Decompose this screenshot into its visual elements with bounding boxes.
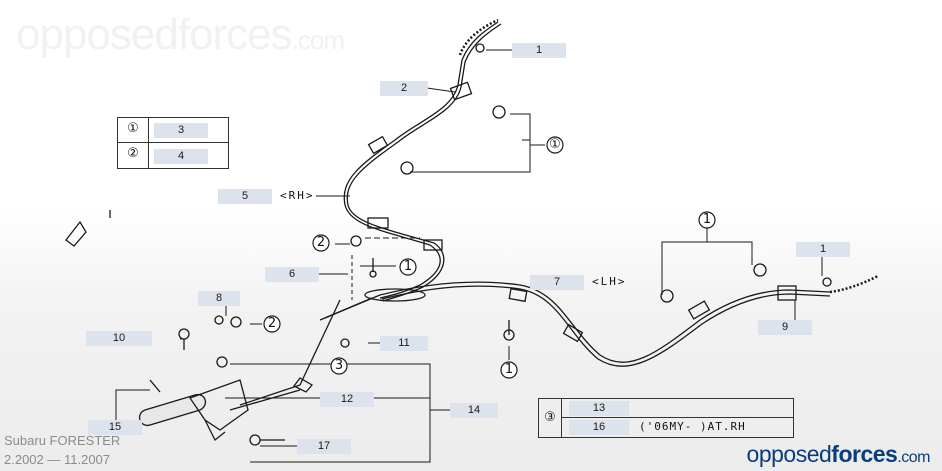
callout-6: 6 <box>265 267 319 282</box>
callout-5: 5 <box>218 189 272 204</box>
callout-8: 8 <box>198 291 240 306</box>
lh-side-label: <LH> <box>592 275 627 288</box>
symbol-one-c: 1 <box>403 259 413 274</box>
callout-9: 9 <box>758 320 812 335</box>
legend-bottom-ref-16: 16 <box>569 420 629 435</box>
callout-17: 17 <box>297 439 351 454</box>
symbol-three-a: 3 <box>334 358 344 373</box>
callout-2: 2 <box>380 81 428 96</box>
vehicle-years-caption: 2.2002 — 11.2007 <box>4 452 111 467</box>
callout-11: 11 <box>380 336 428 351</box>
symbol-one-b: 1 <box>702 212 712 227</box>
callout-7: 7 <box>530 275 584 290</box>
callout-12: 12 <box>320 392 374 407</box>
vehicle-model-caption: Subaru FORESTER <box>4 433 121 448</box>
legend-table-left: ① 3 ② 4 <box>117 117 229 169</box>
symbol-two-a: 2 <box>316 235 326 250</box>
symbol-one-d: 1 <box>504 362 514 377</box>
legend-left-ref-4: 4 <box>154 149 208 164</box>
legend-bottom-ref-13: 13 <box>569 401 629 416</box>
legend-left-symbol-2: ② <box>127 146 139 161</box>
legend-table-bottom: ③ 13 16 ('06MY- )AT.RH <box>538 398 794 438</box>
callout-1-top: 1 <box>512 43 566 58</box>
callout-10: 10 <box>86 331 152 346</box>
legend-bottom-symbol: ③ <box>544 410 556 425</box>
legend-left-ref-3: 3 <box>154 123 208 138</box>
legend-bottom-note: ('06MY- )AT.RH <box>639 420 746 433</box>
rh-side-label: <RH> <box>280 189 315 202</box>
watermark: opposedforces.com <box>16 10 345 59</box>
legend-left-symbol-1: ① <box>127 121 139 136</box>
callout-1-right: 1 <box>796 242 850 257</box>
callout-15: 15 <box>88 420 142 435</box>
brand-logo: opposedforces.com <box>746 441 931 467</box>
symbol-two-b: 2 <box>267 316 277 331</box>
callout-14: 14 <box>450 403 498 418</box>
symbol-one-a: ① <box>549 137 561 152</box>
